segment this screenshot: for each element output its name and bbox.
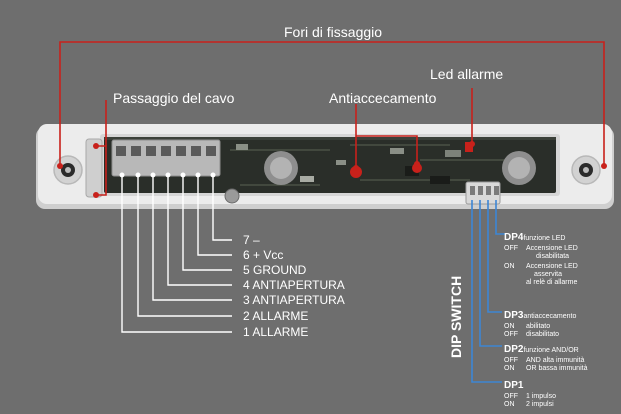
alarm-led-label: Led allarme bbox=[430, 66, 504, 82]
dp4-text-0: Accensione LED bbox=[526, 245, 578, 252]
dp3-state-0: ON bbox=[504, 323, 515, 330]
dp4-function: funzione LED bbox=[523, 235, 566, 242]
dip-switch-title: DIP SWITCH bbox=[448, 275, 464, 358]
dp1-state-0: OFF bbox=[504, 393, 518, 400]
callout-dots bbox=[57, 141, 607, 198]
dp3-text-1: disabilitato bbox=[526, 331, 560, 338]
left-pir-sensor bbox=[264, 151, 298, 185]
terminal-label-1: 1 ALLARME bbox=[243, 325, 309, 339]
dip-switch-lines bbox=[471, 200, 506, 383]
dp1-text-1: 2 impulsi bbox=[526, 401, 554, 408]
dp1-state-1: ON bbox=[504, 401, 515, 408]
callout-lines bbox=[59, 41, 605, 196]
dp4-text-2: Accensione LED bbox=[526, 263, 578, 270]
terminal-dots bbox=[119, 172, 216, 178]
dp3-function: antiaccecamento bbox=[523, 313, 577, 320]
terminal-label-2: 2 ALLARME bbox=[243, 309, 309, 323]
terminal-label-6: 6 + Vcc bbox=[243, 248, 284, 262]
dp3-group: DP3antiaccecamento ON abilitato OFF disabi… bbox=[504, 305, 576, 339]
dp2-state-0: OFF bbox=[504, 357, 518, 364]
dp1-text-0: 1 impulso bbox=[526, 393, 556, 400]
dp4-text-4: al relè di allarme bbox=[526, 279, 578, 286]
dp4-text-1: disabilitata bbox=[536, 253, 570, 260]
dp4-text-3: asservita bbox=[534, 271, 563, 278]
right-pir-sensor bbox=[502, 151, 536, 185]
terminal-block bbox=[111, 139, 221, 177]
fixing-holes-label: Fori di fissaggio bbox=[284, 24, 383, 40]
dp2-id: DP2 bbox=[504, 344, 524, 355]
anti-masking-label: Antiaccecamento bbox=[329, 90, 437, 106]
terminal-label-4: 4 ANTIAPERTURA bbox=[243, 278, 345, 292]
dp1-group: DP1 OFF 1 impulso ON 2 impulsi bbox=[504, 375, 556, 409]
dp1-id: DP1 bbox=[504, 380, 524, 391]
terminal-label-5: 5 GROUND bbox=[243, 263, 307, 277]
dp2-state-1: ON bbox=[504, 365, 515, 372]
terminal-lines bbox=[121, 175, 232, 333]
capacitor bbox=[224, 188, 240, 204]
dp4-group: DP4funzione LED OFF Accensione LED disabi… bbox=[504, 227, 578, 287]
terminal-label-3: 3 ANTIAPERTURA bbox=[243, 293, 345, 307]
dp2-function: funzione AND/OR bbox=[523, 347, 579, 354]
cable-passage-label: Passaggio del cavo bbox=[113, 90, 235, 106]
alarm-led bbox=[465, 142, 473, 152]
dp4-state-2: ON bbox=[504, 263, 515, 270]
terminal-label-7: 7 – bbox=[243, 233, 260, 247]
dp3-text-0: abilitato bbox=[526, 323, 551, 330]
dp2-text-0: AND alta immunità bbox=[526, 357, 585, 364]
dp4-id: DP4 bbox=[504, 232, 524, 243]
dp3-state-1: OFF bbox=[504, 331, 518, 338]
dip-switch-block bbox=[465, 181, 501, 205]
dp2-text-1: OR bassa immunità bbox=[526, 365, 588, 372]
dp4-state-0: OFF bbox=[504, 245, 518, 252]
right-fixing-hole bbox=[571, 155, 601, 185]
left-fixing-hole bbox=[53, 155, 83, 185]
dp3-id: DP3 bbox=[504, 310, 524, 321]
